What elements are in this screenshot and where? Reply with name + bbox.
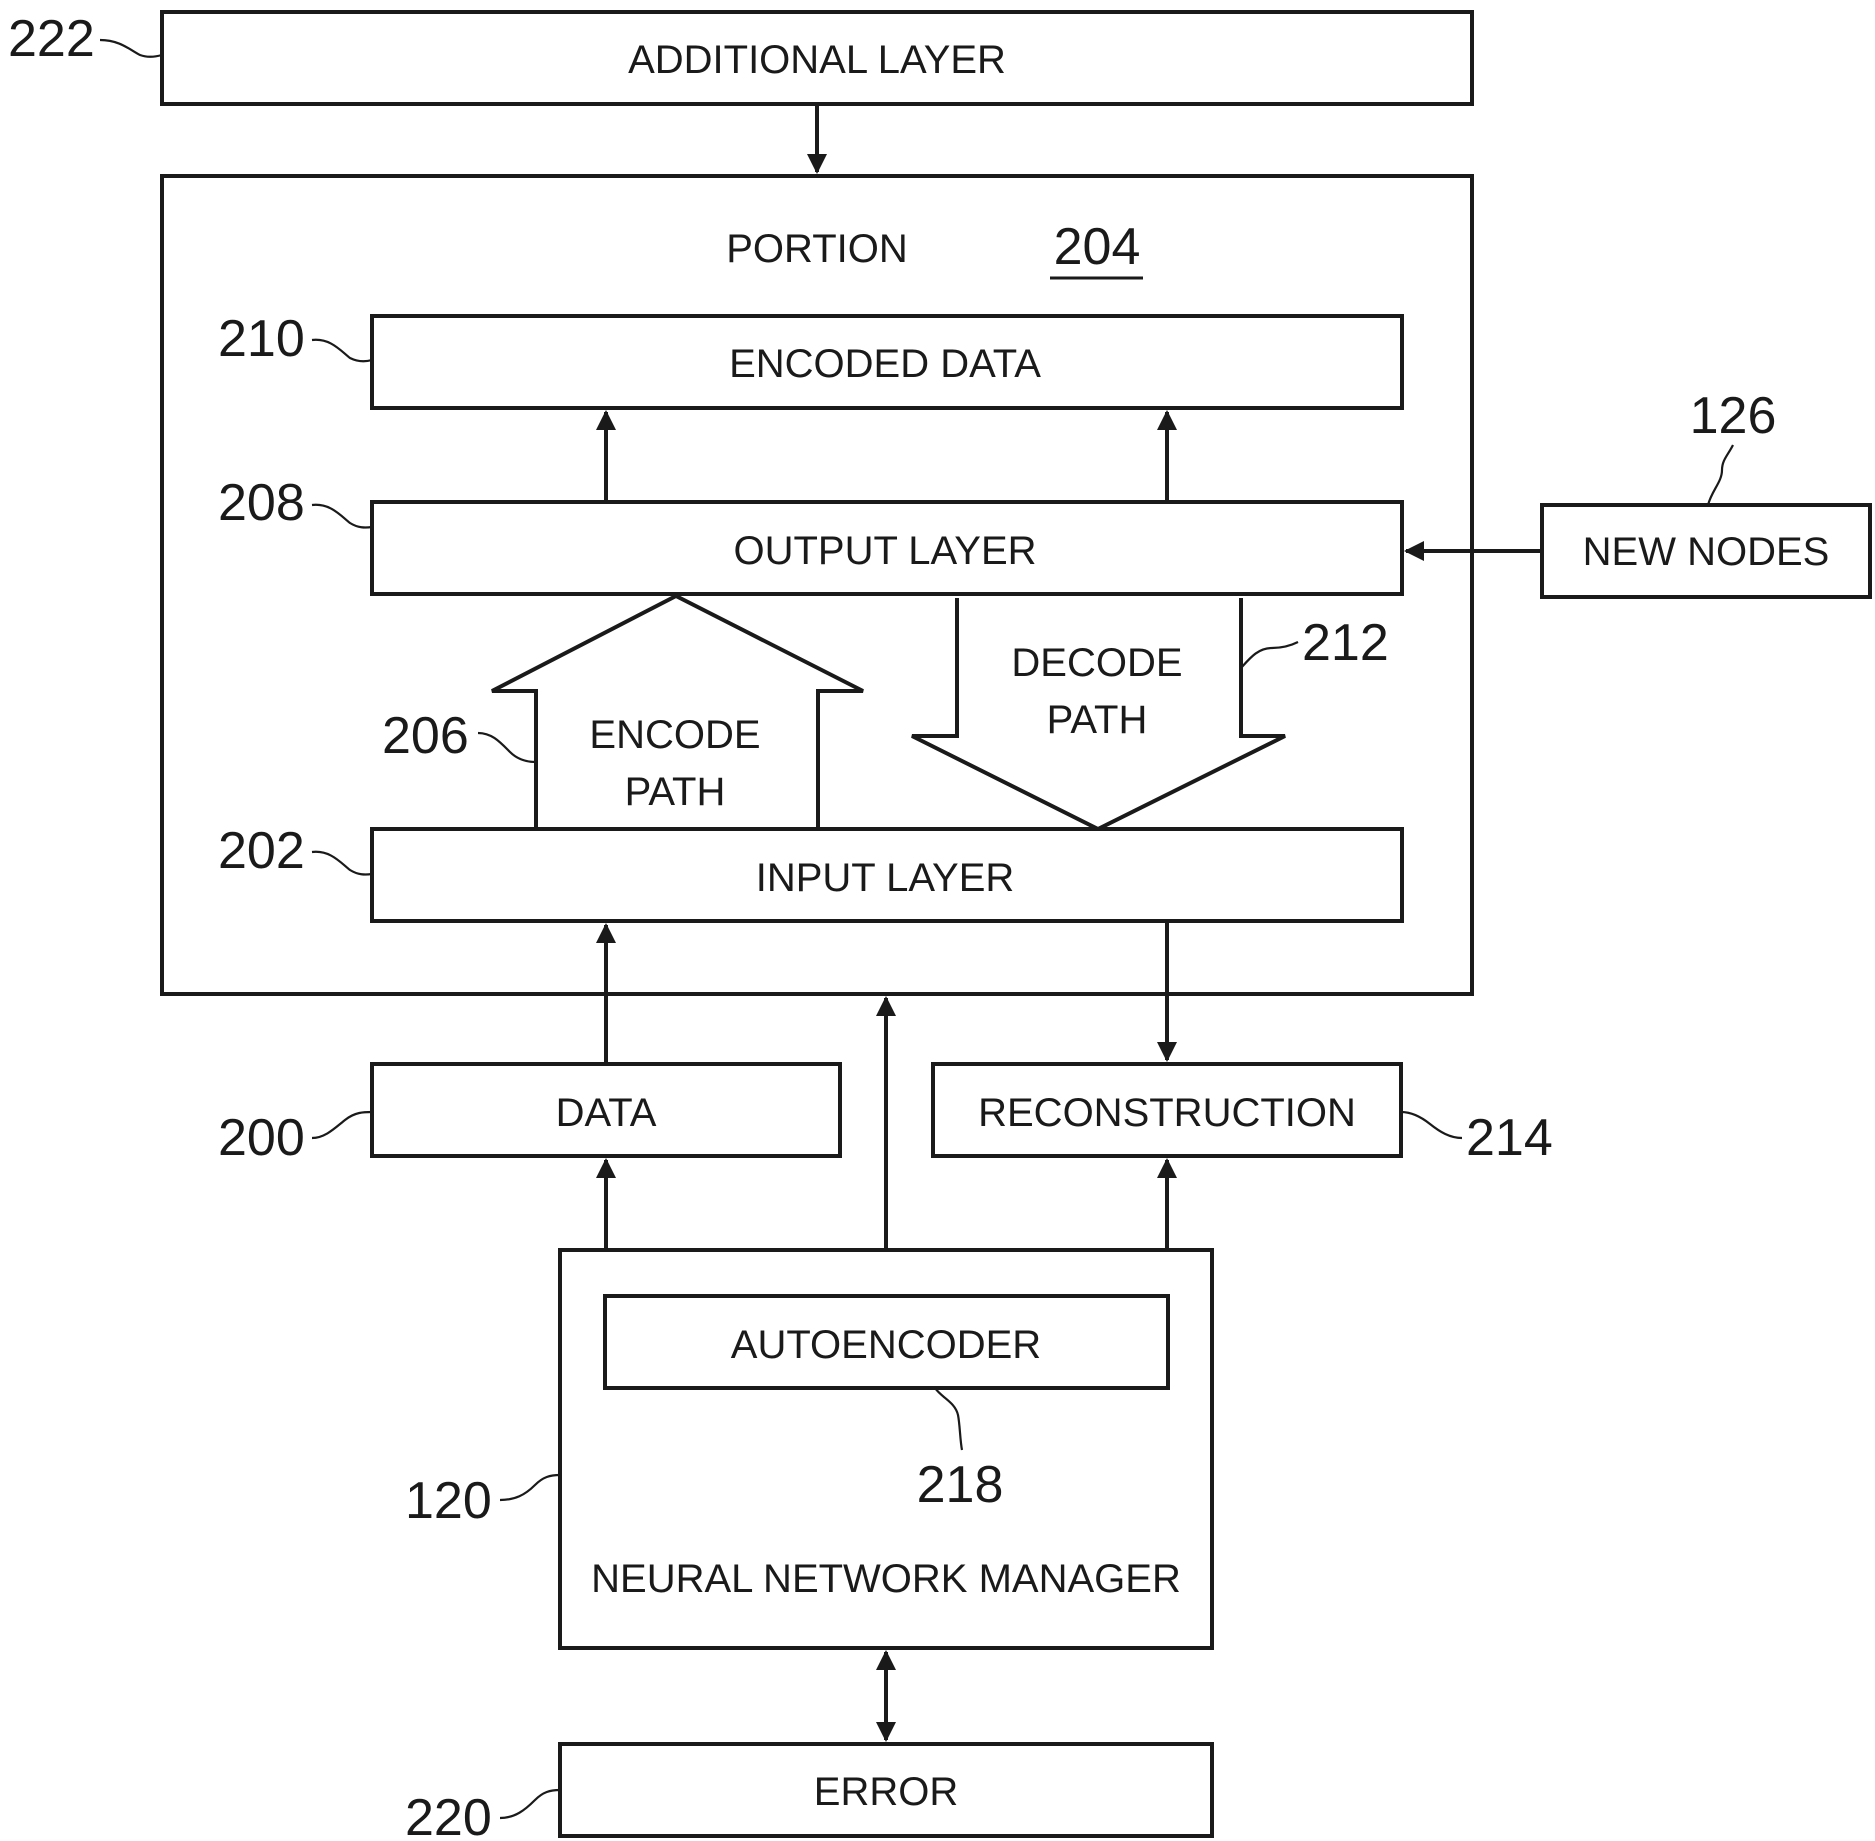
ref-208: 208 (218, 474, 305, 532)
ref-202: 202 (218, 822, 305, 880)
decode-path-label-line2: PATH (1047, 698, 1148, 742)
ref-204: 204 (1054, 218, 1141, 276)
leader-214 (1401, 1112, 1462, 1138)
input-layer-label: INPUT LAYER (756, 856, 1015, 900)
portion-label: PORTION (726, 227, 908, 271)
ref-218: 218 (917, 1456, 1004, 1514)
neural-network-manager-label: NEURAL NETWORK MANAGER (591, 1557, 1181, 1601)
leader-200 (312, 1112, 372, 1138)
output-layer-label: OUTPUT LAYER (733, 529, 1036, 573)
reconstruction-label: RECONSTRUCTION (978, 1091, 1356, 1135)
autoencoder-label: AUTOENCODER (731, 1323, 1041, 1367)
error-label: ERROR (814, 1770, 958, 1814)
leader-222 (100, 40, 162, 57)
ref-206: 206 (382, 707, 469, 765)
new-nodes-label: NEW NODES (1583, 530, 1830, 574)
ref-214: 214 (1466, 1109, 1553, 1167)
leader-120 (500, 1475, 560, 1500)
ref-126: 126 (1690, 387, 1777, 445)
leader-220 (500, 1790, 560, 1818)
ref-220: 220 (405, 1789, 492, 1841)
leader-126 (1708, 445, 1733, 505)
encoded-data-label: ENCODED DATA (729, 342, 1041, 386)
ref-212: 212 (1302, 614, 1389, 672)
ref-210: 210 (218, 310, 305, 368)
ref-222: 222 (8, 10, 95, 68)
decode-path-label-line1: DECODE (1011, 641, 1182, 685)
encode-path-label-line2: PATH (625, 770, 726, 814)
encode-path-label-line1: ENCODE (589, 713, 760, 757)
ref-120: 120 (405, 1472, 492, 1530)
data-label: DATA (556, 1091, 657, 1135)
additional-layer-label: ADDITIONAL LAYER (628, 38, 1006, 82)
ref-200: 200 (218, 1109, 305, 1167)
